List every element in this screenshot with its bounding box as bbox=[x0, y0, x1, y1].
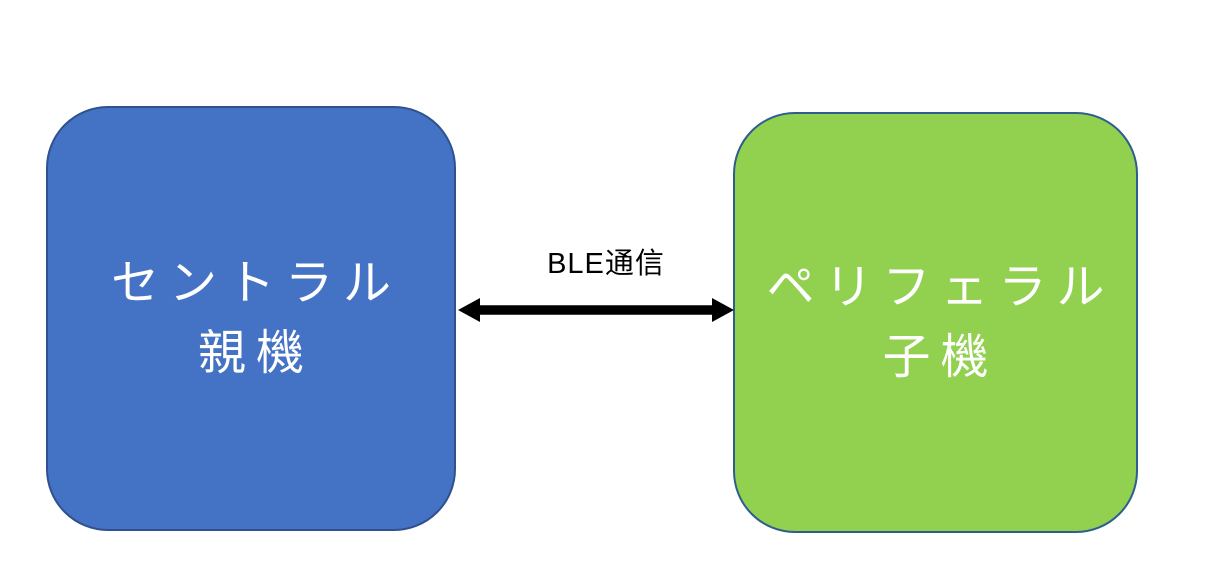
central-node-label-line2: 親機 bbox=[197, 326, 314, 380]
central-node-label: セントラル 親機 bbox=[101, 249, 401, 389]
peripheral-node-label-line1: ペリフェラル bbox=[766, 260, 1115, 314]
double-arrow-icon bbox=[455, 282, 737, 338]
arrow-head-right bbox=[712, 298, 734, 322]
arrow-head-left bbox=[458, 298, 480, 322]
double-arrow-svg bbox=[458, 298, 734, 322]
peripheral-node-label: ペリフェラル 子機 bbox=[756, 253, 1114, 393]
central-node-label-line1: セントラル bbox=[110, 256, 401, 310]
peripheral-node: ペリフェラル 子機 bbox=[733, 112, 1138, 533]
peripheral-node-label-line2: 子機 bbox=[882, 330, 999, 384]
connector-label: BLE通信 bbox=[547, 248, 665, 280]
central-node: セントラル 親機 bbox=[46, 106, 456, 531]
